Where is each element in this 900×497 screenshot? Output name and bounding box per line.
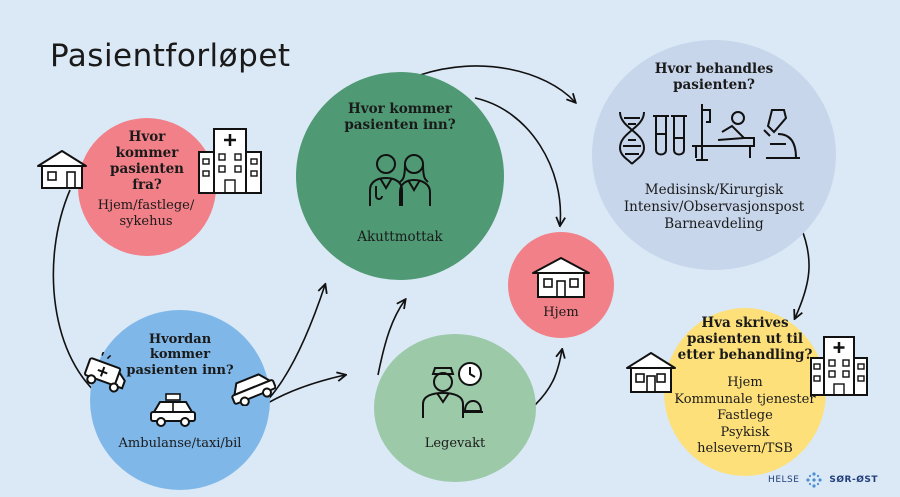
treatment-item: Intensiv/Observasjonspost: [623, 199, 805, 216]
discharge-heading: Hva skrives pasienten ut til etter behan…: [677, 315, 813, 363]
transport-heading: Hvordan kommer pasienten inn?: [126, 332, 234, 378]
car-icon: [231, 373, 276, 406]
doctors-icon: [369, 154, 431, 206]
arrival-heading: Hvor kommer pasienten inn?: [344, 101, 456, 133]
house-icon: [37, 150, 87, 189]
house-icon: [626, 352, 676, 393]
treatment-heading: Hvor behandles pasienten?: [654, 61, 774, 93]
logo-left-text: HELSE: [768, 475, 800, 485]
test-tubes-icon: [653, 115, 687, 156]
hospital-icon: [198, 128, 262, 194]
discharge-list: Hjem Kommunale tjenester Fastlege Psykis…: [664, 375, 826, 458]
discharge-item: Hjem: [727, 375, 763, 390]
home-body: Hjem: [543, 305, 579, 320]
arrow-emergency-to-arrival: [377, 300, 405, 376]
clock-icon: [458, 362, 482, 386]
arrival-circle: [296, 72, 504, 280]
origin-circle: [78, 118, 216, 256]
arrow-treatment-to-discharge: [795, 224, 810, 318]
transport-body: Ambulanse/taxi/bil: [118, 436, 242, 451]
logo-mark-icon: [806, 472, 823, 488]
treatment-list: Medisinsk/Kirurgisk Intensiv/Observasjon…: [612, 182, 816, 233]
arrow-arrival-to-treatment: [419, 65, 575, 102]
arrival-body: Akuttmottak: [357, 229, 443, 245]
origin-body: Hjem/fastlege/ sykehus: [97, 198, 195, 230]
taxi-icon: [150, 393, 196, 427]
discharge-item: helsevern/TSB: [697, 441, 793, 456]
origin-heading: Hvor kommer pasienten fra?: [110, 129, 184, 193]
arrow-arrival-to-home: [474, 97, 560, 225]
microscope-icon: [763, 109, 800, 159]
house-icon: [532, 257, 590, 298]
discharge-item: Fastlege: [717, 408, 773, 423]
bell-icon: [463, 399, 483, 413]
helse-sor-ost-logo: HELSE SØR-ØST: [768, 471, 878, 489]
dna-icon: [618, 111, 646, 165]
discharge-item: Kommunale tjenester: [674, 391, 816, 407]
logo-right-text: SØR-ØST: [829, 475, 878, 485]
emergency-circle: [374, 334, 536, 482]
nurse-icon: [422, 367, 464, 418]
discharge-item: Psykisk: [720, 424, 770, 440]
treatment-item: Medisinsk/Kirurgisk: [644, 182, 784, 198]
page-title: Pasientforløpet: [50, 38, 291, 74]
treatment-item: Barneavdeling: [664, 216, 764, 233]
arrow-emergency-to-home: [534, 350, 562, 406]
discharge-circle: [664, 308, 826, 476]
ambulance-icon: [84, 352, 126, 393]
emergency-body: Legevakt: [424, 436, 486, 451]
hospital-bed-icon: [692, 104, 755, 161]
hospital-icon: [810, 336, 868, 396]
